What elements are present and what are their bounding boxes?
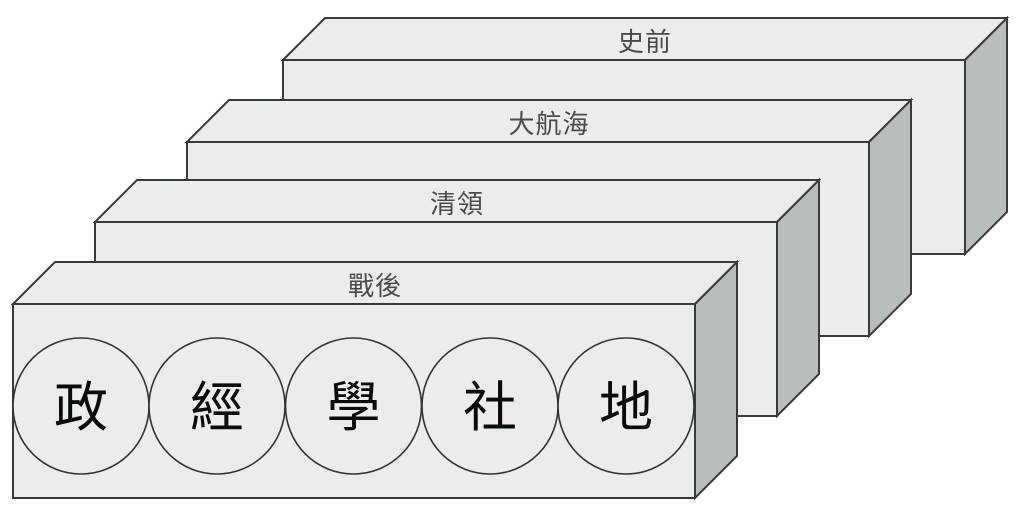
era-label: 清領 xyxy=(430,189,484,219)
era-label: 大航海 xyxy=(508,109,589,139)
topic-char: 社 xyxy=(463,378,517,438)
topic-circle xyxy=(557,337,695,475)
topic-char: 學 xyxy=(327,378,381,438)
era-box-postwar: 戰後 政 經 學 社 地 xyxy=(10,259,740,501)
topic-char: 政 xyxy=(54,378,108,438)
topic-char: 經 xyxy=(190,378,244,438)
box-side-face xyxy=(694,259,738,501)
topic-char: 地 xyxy=(599,378,653,438)
box-side-face xyxy=(964,15,1008,257)
era-label: 戰後 xyxy=(348,271,402,301)
era-label: 史前 xyxy=(618,27,672,57)
box-side-face xyxy=(868,97,912,339)
box-side-face xyxy=(776,177,820,419)
